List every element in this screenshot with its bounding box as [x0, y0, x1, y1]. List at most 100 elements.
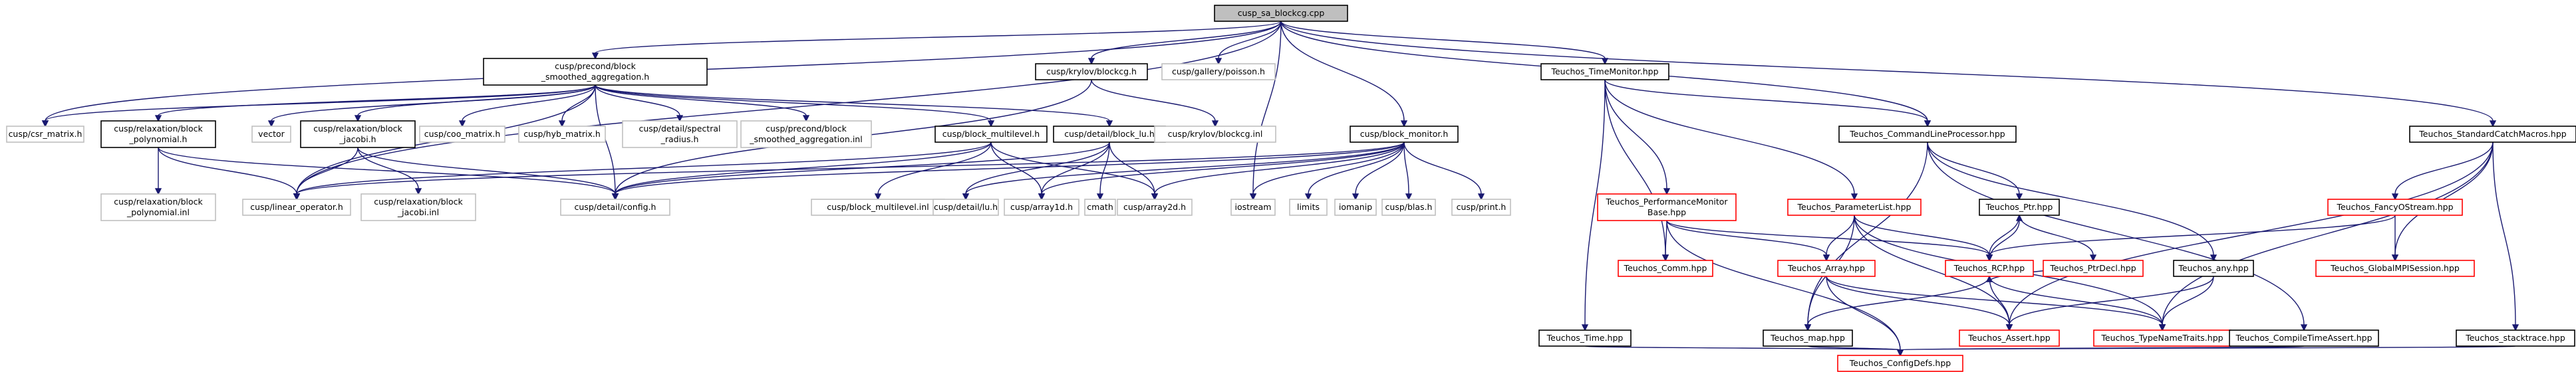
- file-node-array2d[interactable]: cusp/array2d.h: [1117, 199, 1193, 216]
- file-node-box: [2409, 126, 2576, 143]
- file-node-array[interactable]: Teuchos_Array.hpp: [1777, 260, 1876, 277]
- file-node-multilevel[interactable]: cusp/block_multilevel.h: [934, 126, 1048, 143]
- file-node-label: Teuchos_FancyOStream.hpp: [2336, 202, 2453, 212]
- file-node-map[interactable]: Teuchos_map.hpp: [1763, 329, 1853, 347]
- file-node-label: Teuchos_any.hpp: [2178, 263, 2248, 273]
- edge-monitor-to-blas: [1403, 141, 1413, 201]
- file-node-hyb[interactable]: cusp/hyb_matrix.h: [518, 126, 606, 143]
- file-node-blocklu[interactable]: cusp/detail/block_lu.h: [1053, 126, 1166, 143]
- file-node-box: [1154, 126, 1276, 143]
- edge-blocklu-to-config: [611, 141, 1110, 201]
- file-node-config[interactable]: cusp/detail/config.h: [560, 199, 670, 216]
- edge-monitor-to-limits: [1304, 141, 1405, 201]
- file-node-globalmpi[interactable]: Teuchos_GlobalMPISession.hpp: [2315, 260, 2475, 277]
- edge-monitor-to-array1d: [1038, 141, 1405, 201]
- file-node-scm[interactable]: Teuchos_StandardCatchMacros.hpp: [2409, 126, 2576, 143]
- file-node-cta[interactable]: Teuchos_CompileTimeAssert.hpp: [2229, 329, 2379, 347]
- file-node-box: [100, 120, 216, 148]
- file-node-coo[interactable]: cusp/coo_matrix.h: [419, 126, 505, 143]
- file-node-sa[interactable]: cusp/precond/block_smoothed_aggregation.…: [483, 58, 708, 86]
- file-node-root[interactable]: cusp_sa_blockcg.cpp: [1214, 5, 1348, 22]
- file-node-relaxjac[interactable]: cusp/relaxation/block_jacobi.h: [300, 120, 416, 148]
- file-node-monitor[interactable]: cusp/block_monitor.h: [1350, 126, 1459, 143]
- edge-clp-to-any: [1927, 141, 2218, 262]
- edge-paramlist-to-array: [1822, 215, 1855, 262]
- file-node-sainl[interactable]: cusp/precond/block_smoothed_aggregation.…: [740, 120, 872, 148]
- file-node-poisson[interactable]: cusp/gallery/poisson.h: [1161, 63, 1276, 80]
- edge-rcp-to-map: [1804, 276, 1990, 331]
- file-node-timemon[interactable]: Teuchos_TimeMonitor.hpp: [1540, 63, 1669, 80]
- file-node-label: Teuchos_CompileTimeAssert.hpp: [2235, 333, 2372, 343]
- file-node-ptrdecl[interactable]: Teuchos_PtrDecl.hpp: [2043, 260, 2144, 277]
- edge-sa-to-spectral: [595, 84, 684, 122]
- file-node-any[interactable]: Teuchos_any.hpp: [2173, 260, 2254, 277]
- file-node-box: [1084, 199, 1116, 216]
- file-node-iostream[interactable]: iostream: [1230, 199, 1276, 216]
- file-node-label: Teuchos_PerformanceMonitor: [1605, 197, 1728, 207]
- file-node-clp[interactable]: Teuchos_CommandLineProcessor.hpp: [1838, 126, 2017, 143]
- file-node-label: cusp/detail/lu.h: [934, 202, 998, 212]
- file-node-vector[interactable]: vector: [251, 126, 291, 143]
- edge-rcp-to-ptr: [1989, 214, 2023, 261]
- file-node-label: cusp/precond/block: [555, 61, 636, 71]
- file-node-label: Teuchos_ParameterList.hpp: [1797, 202, 1912, 212]
- file-node-limits[interactable]: limits: [1289, 199, 1328, 216]
- file-node-linop[interactable]: cusp/linear_operator.h: [242, 199, 351, 216]
- file-node-box: [1053, 126, 1166, 143]
- file-node-label: cusp/detail/spectral: [639, 124, 721, 134]
- file-node-box: [1979, 199, 2060, 216]
- edge-fancy-to-rcp: [1985, 215, 2396, 262]
- edge-monitor-to-print: [1403, 141, 1485, 201]
- file-node-mlinl[interactable]: cusp/block_multilevel.inl: [811, 199, 945, 216]
- file-node-box: [1945, 260, 2034, 277]
- file-node-blas[interactable]: cusp/blas.h: [1381, 199, 1436, 216]
- file-node-box: [251, 126, 291, 143]
- file-node-box: [1334, 199, 1377, 216]
- edge-relaxjac-to-config: [357, 147, 619, 201]
- file-node-paramlist[interactable]: Teuchos_ParameterList.hpp: [1787, 199, 1922, 216]
- edge-rcp-to-ttraits: [1989, 276, 2166, 331]
- file-node-label: Teuchos_TypeNameTraits.hpp: [2100, 333, 2223, 343]
- edge-monitor-to-config: [611, 141, 1405, 201]
- file-node-label: cusp/block_multilevel.h: [942, 129, 1040, 139]
- file-node-box: [2229, 329, 2379, 347]
- file-node-label: _jacobi.inl: [397, 207, 439, 217]
- file-node-rcp[interactable]: Teuchos_RCP.hpp: [1945, 260, 2034, 277]
- file-node-cfg[interactable]: Teuchos_ConfigDefs.hpp: [1837, 355, 1963, 372]
- file-node-box: [2043, 260, 2144, 277]
- file-node-label: Teuchos_Comm.hpp: [1624, 263, 1707, 273]
- file-node-box: [100, 193, 216, 221]
- edge-stack-to-cfg: [1896, 345, 2516, 357]
- file-node-spectral[interactable]: cusp/detail/spectral_radius.h: [622, 120, 738, 148]
- file-node-polyinl[interactable]: cusp/relaxation/block_polynomial.inl: [100, 193, 216, 221]
- file-node-box: [242, 199, 351, 216]
- file-node-label: Base.hpp: [1647, 207, 1686, 217]
- file-node-label: cusp/krylov/blockcg.inl: [1168, 129, 1263, 139]
- file-node-label: cusp/hyb_matrix.h: [523, 129, 601, 139]
- file-node-cmath[interactable]: cmath: [1084, 199, 1116, 216]
- file-node-tassert[interactable]: Teuchos_Assert.hpp: [1959, 329, 2060, 347]
- file-node-box: [1618, 260, 1713, 277]
- file-node-ttraits[interactable]: Teuchos_TypeNameTraits.hpp: [2093, 329, 2231, 347]
- file-node-fancy[interactable]: Teuchos_FancyOStream.hpp: [2327, 199, 2463, 216]
- edge-relaxjac-to-jacinl: [357, 147, 422, 195]
- file-node-label: Teuchos_CommandLineProcessor.hpp: [1849, 129, 2005, 139]
- file-node-csr[interactable]: cusp/csr_matrix.h: [6, 126, 84, 143]
- file-node-label: _jacobi.h: [339, 134, 376, 144]
- file-node-comm[interactable]: Teuchos_Comm.hpp: [1618, 260, 1713, 277]
- file-node-print[interactable]: cusp/print.h: [1451, 199, 1511, 216]
- file-node-ttime[interactable]: Teuchos_Time.hpp: [1538, 329, 1632, 347]
- edge-any-to-ttraits: [2158, 276, 2214, 331]
- file-node-relaxpoly[interactable]: cusp/relaxation/block_polynomial.h: [100, 120, 216, 148]
- file-node-jacinl[interactable]: cusp/relaxation/block_jacobi.inl: [360, 193, 476, 221]
- file-node-blockcg[interactable]: cusp/krylov/blockcg.h: [1035, 63, 1148, 80]
- file-node-array1d[interactable]: cusp/array1d.h: [1004, 199, 1079, 216]
- file-node-iomanip[interactable]: iomanip: [1334, 199, 1377, 216]
- file-node-ptr[interactable]: Teuchos_Ptr.hpp: [1979, 199, 2060, 216]
- file-node-label: Teuchos_TimeMonitor.hpp: [1550, 66, 1658, 76]
- file-node-stack[interactable]: Teuchos_stacktrace.hpp: [2456, 329, 2575, 347]
- file-node-blockcginl[interactable]: cusp/krylov/blockcg.inl: [1154, 126, 1276, 143]
- edge-multilevel-to-mlinl: [874, 141, 992, 201]
- file-node-luh[interactable]: cusp/detail/lu.h: [932, 199, 999, 216]
